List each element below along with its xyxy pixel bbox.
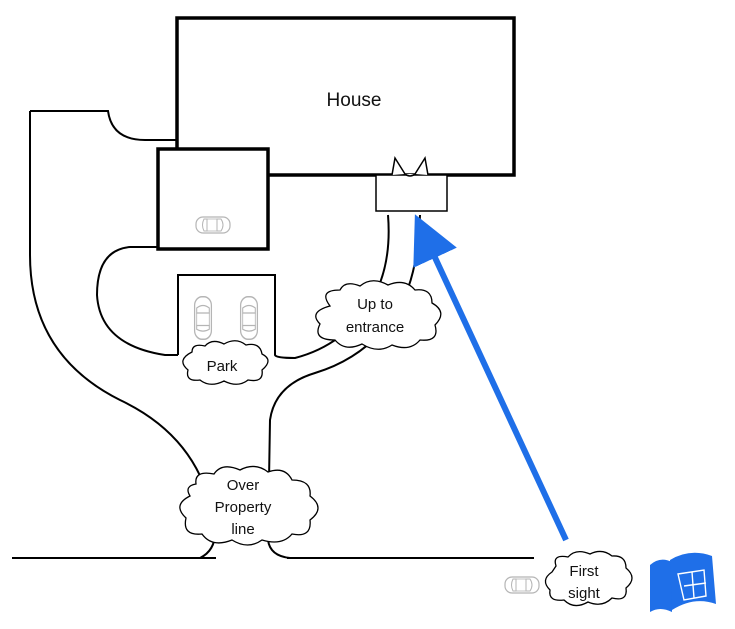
garage-car-icon xyxy=(195,216,231,234)
driveway-inner-loop xyxy=(95,246,178,356)
cloud-entrance-line2: entrance xyxy=(346,319,404,336)
cloud-first-sight-line1: First xyxy=(569,563,599,580)
entrance-porch xyxy=(375,174,448,212)
cloud-property-line1: Over xyxy=(227,477,260,494)
garage-outline xyxy=(156,147,270,251)
cloud-park xyxy=(182,340,269,385)
entrance-door-icon xyxy=(391,155,429,177)
blueprint-map-icon xyxy=(650,552,716,612)
cloud-property-line3: line xyxy=(231,521,254,538)
cloud-park-label: Park xyxy=(207,358,238,375)
cloud-property-line2: Property xyxy=(215,499,272,516)
sight-arrow xyxy=(413,214,569,542)
parked-car-left-icon xyxy=(193,296,213,340)
cloud-first-sight-line2: sight xyxy=(568,585,601,602)
cloud-first-sight xyxy=(544,550,633,607)
cloud-entrance xyxy=(315,280,442,350)
approaching-car-icon xyxy=(504,576,540,594)
parked-car-right-icon xyxy=(239,296,259,340)
house-label: House xyxy=(327,90,382,111)
cloud-entrance-line1: Up to xyxy=(357,296,393,313)
cloud-property xyxy=(179,465,319,546)
